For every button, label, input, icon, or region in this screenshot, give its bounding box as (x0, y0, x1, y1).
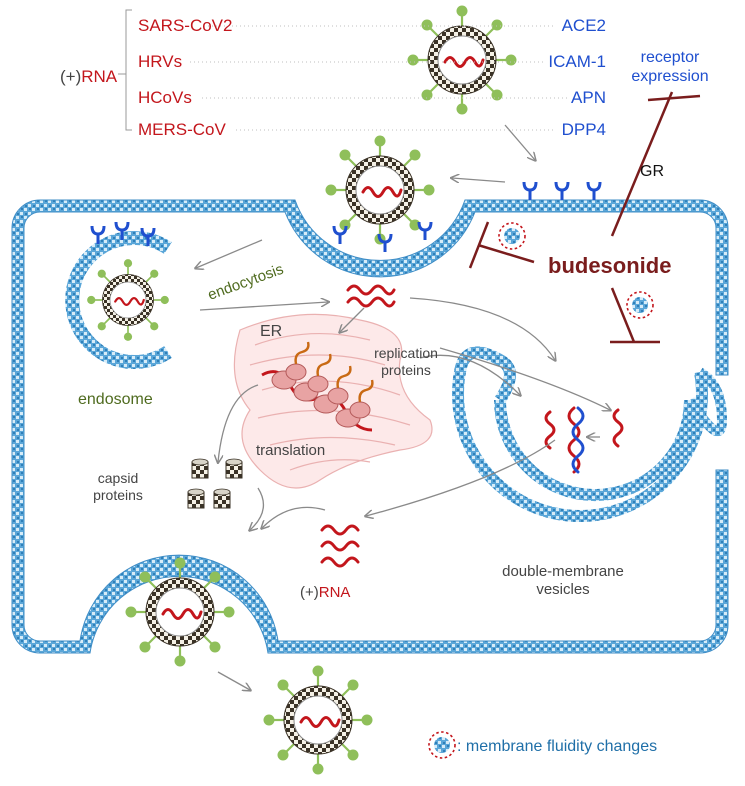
receptor-name-4: DPP4 (562, 120, 606, 139)
output-rna-label: (+)RNA (300, 584, 350, 601)
legend-text: : membrane fluidity changes (457, 738, 657, 755)
virus-entering (324, 134, 436, 246)
receptor-expression-line1: receptor (641, 49, 700, 66)
dmv-label-line1: double-membrane (502, 563, 624, 580)
capsid-protein-group (187, 458, 243, 509)
ribosome-cluster (261, 341, 374, 432)
capsid-proteins-line2: proteins (93, 487, 143, 503)
virus-released (262, 664, 374, 776)
rna-label: (+)RNA (60, 67, 118, 86)
endosome-label: endosome (78, 391, 153, 408)
virus-budding (124, 556, 236, 668)
receptor-name-2: ICAM-1 (548, 52, 606, 71)
virus-name-3: HCoVs (138, 88, 192, 107)
gr-label: GR (640, 163, 664, 180)
drug-label: budesonide (548, 253, 671, 278)
dmv-label-line2: vesicles (536, 581, 589, 598)
virus-name-4: MERS-CoV (138, 120, 227, 139)
output-rna (320, 524, 360, 568)
dotted-connectors (190, 25, 568, 131)
cytoplasm-rna (346, 284, 396, 308)
fluidity-marker-icon (626, 291, 654, 319)
replication-proteins-line1: replication (374, 345, 438, 361)
endosome (65, 220, 172, 369)
virus-name-1: SARS-CoV2 (138, 16, 232, 35)
receptor-name-3: APN (571, 88, 606, 107)
translation-label: translation (256, 442, 325, 459)
cell-membrane (11, 199, 729, 654)
dmv-rna (544, 406, 624, 474)
process-arrows (196, 124, 610, 690)
capsid-proteins-line1: capsid (98, 470, 138, 486)
fluidity-marker-icon (498, 222, 526, 250)
legend-fluidity-icon (428, 731, 456, 759)
endocytosis-label: endocytosis (206, 261, 286, 304)
inhibition-lines (468, 91, 701, 344)
receptor-expression-line2: expression (631, 68, 708, 85)
er-label: ER (260, 323, 282, 340)
receptor-name-1: ACE2 (562, 16, 606, 35)
double-membrane-vesicle (452, 346, 728, 522)
virus-list-bracket (118, 9, 132, 131)
replication-proteins-line2: proteins (381, 362, 431, 378)
virus-name-2: HRVs (138, 52, 182, 71)
